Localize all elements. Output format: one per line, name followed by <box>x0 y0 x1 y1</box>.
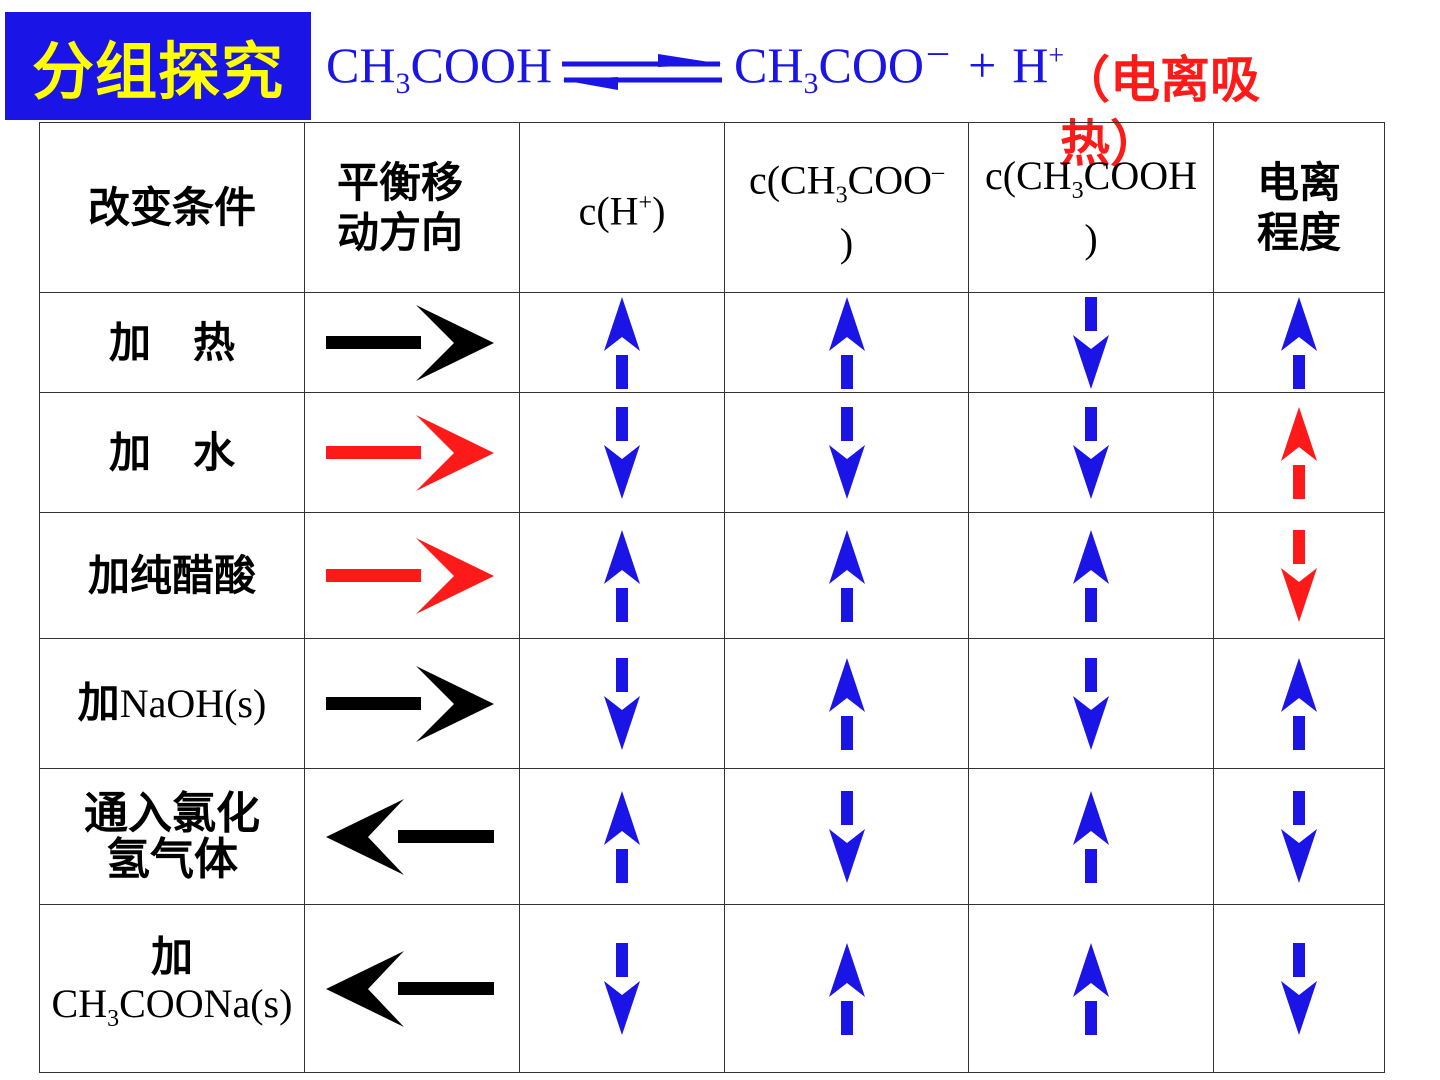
equilibrium-arrow-icon <box>562 54 722 90</box>
table-row: 加 热 <box>39 292 1385 393</box>
header-h-conc: c(H+) <box>519 122 725 293</box>
equation-reactant: CH3COOH <box>326 37 553 100</box>
shift-cell <box>304 638 520 769</box>
decrease-arrow-icon <box>1073 296 1109 389</box>
increase-arrow-icon <box>1073 529 1109 622</box>
decrease-arrow-icon <box>828 406 865 499</box>
shift-cell <box>304 512 520 639</box>
condition-cell: 加纯醋酸 <box>39 512 305 639</box>
header-acid-conc: c(CH3COOH) <box>968 122 1214 293</box>
arrow-left-icon <box>326 798 494 875</box>
ionization-degree-cell <box>1213 512 1385 639</box>
condition-cell: 通入氯化氢气体 <box>39 768 305 905</box>
header-ionization-degree: 电离程度 <box>1213 122 1385 293</box>
header-shift-direction: 平衡移动方向 <box>304 122 520 293</box>
decrease-arrow-icon <box>1073 657 1109 750</box>
decrease-arrow-icon <box>1073 406 1109 499</box>
acetate-conc-cell <box>724 638 969 769</box>
decrease-arrow-icon <box>604 657 640 750</box>
shift-cell <box>304 768 520 905</box>
acid-conc-cell <box>968 768 1214 905</box>
condition-cell: 加NaOH(s) <box>39 638 305 769</box>
h-conc-cell <box>519 638 725 769</box>
acid-conc-cell <box>968 392 1214 513</box>
h-conc-cell <box>519 512 725 639</box>
header-condition: 改变条件 <box>39 122 305 293</box>
increase-arrow-icon <box>604 296 640 389</box>
increase-arrow-icon <box>1281 657 1317 750</box>
condition-cell: 加 热 <box>39 292 305 393</box>
increase-arrow-icon <box>828 296 865 389</box>
equilibrium-table: 改变条件 平衡移动方向 c(H+) c(CH3COO–) c(CH3COOH) … <box>39 122 1385 1073</box>
acid-conc-cell <box>968 512 1214 639</box>
acetate-conc-cell <box>724 392 969 513</box>
increase-arrow-icon <box>828 529 865 622</box>
title-banner: 分组探究 <box>5 12 311 120</box>
acetate-conc-cell <box>724 904 969 1073</box>
decrease-arrow-icon <box>828 790 865 883</box>
decrease-arrow-icon <box>604 406 640 499</box>
table-row: 加纯醋酸 <box>39 512 1385 639</box>
arrow-right-icon <box>326 665 494 742</box>
h-conc-cell <box>519 904 725 1073</box>
acid-conc-cell <box>968 292 1214 393</box>
table-row: 加NaOH(s) <box>39 638 1385 769</box>
h-conc-cell <box>519 768 725 905</box>
acetate-conc-cell <box>724 768 969 905</box>
ionization-degree-cell <box>1213 904 1385 1073</box>
increase-arrow-icon <box>1073 942 1109 1035</box>
arrow-right-icon <box>326 414 494 491</box>
ionization-degree-cell <box>1213 292 1385 393</box>
arrow-left-icon <box>326 950 494 1027</box>
shift-cell <box>304 292 520 393</box>
acetate-conc-cell <box>724 292 969 393</box>
header-acetate-conc: c(CH3COO–) <box>724 122 969 293</box>
increase-arrow-icon <box>604 790 640 883</box>
ionization-degree-cell <box>1213 638 1385 769</box>
arrow-right-icon <box>326 304 494 381</box>
table-row: 通入氯化氢气体 <box>39 768 1385 905</box>
acetate-conc-cell <box>724 512 969 639</box>
h-conc-cell <box>519 292 725 393</box>
equation-products: CH3COO－+H+ <box>734 37 1065 100</box>
acid-conc-cell <box>968 904 1214 1073</box>
table-row: 加 水 <box>39 392 1385 513</box>
increase-arrow-icon <box>1073 790 1109 883</box>
increase-arrow-icon <box>828 657 865 750</box>
increase-arrow-icon <box>604 529 640 622</box>
decrease-arrow-icon <box>1281 790 1317 883</box>
decrease-arrow-icon <box>1281 942 1317 1035</box>
increase-arrow-icon <box>1281 406 1317 499</box>
arrow-right-icon <box>326 537 494 614</box>
acid-conc-cell <box>968 638 1214 769</box>
decrease-arrow-icon <box>604 942 640 1035</box>
shift-cell <box>304 392 520 513</box>
page-title: 分组探究 <box>31 35 284 108</box>
increase-arrow-icon <box>1281 296 1317 389</box>
ionization-degree-cell <box>1213 768 1385 905</box>
decrease-arrow-icon <box>1281 529 1317 622</box>
h-conc-cell <box>519 392 725 513</box>
condition-cell: 加 水 <box>39 392 305 513</box>
increase-arrow-icon <box>828 942 865 1035</box>
ionization-degree-cell <box>1213 392 1385 513</box>
shift-cell <box>304 904 520 1073</box>
table-header-row: 改变条件 平衡移动方向 c(H+) c(CH3COO–) c(CH3COOH) … <box>39 122 1385 293</box>
